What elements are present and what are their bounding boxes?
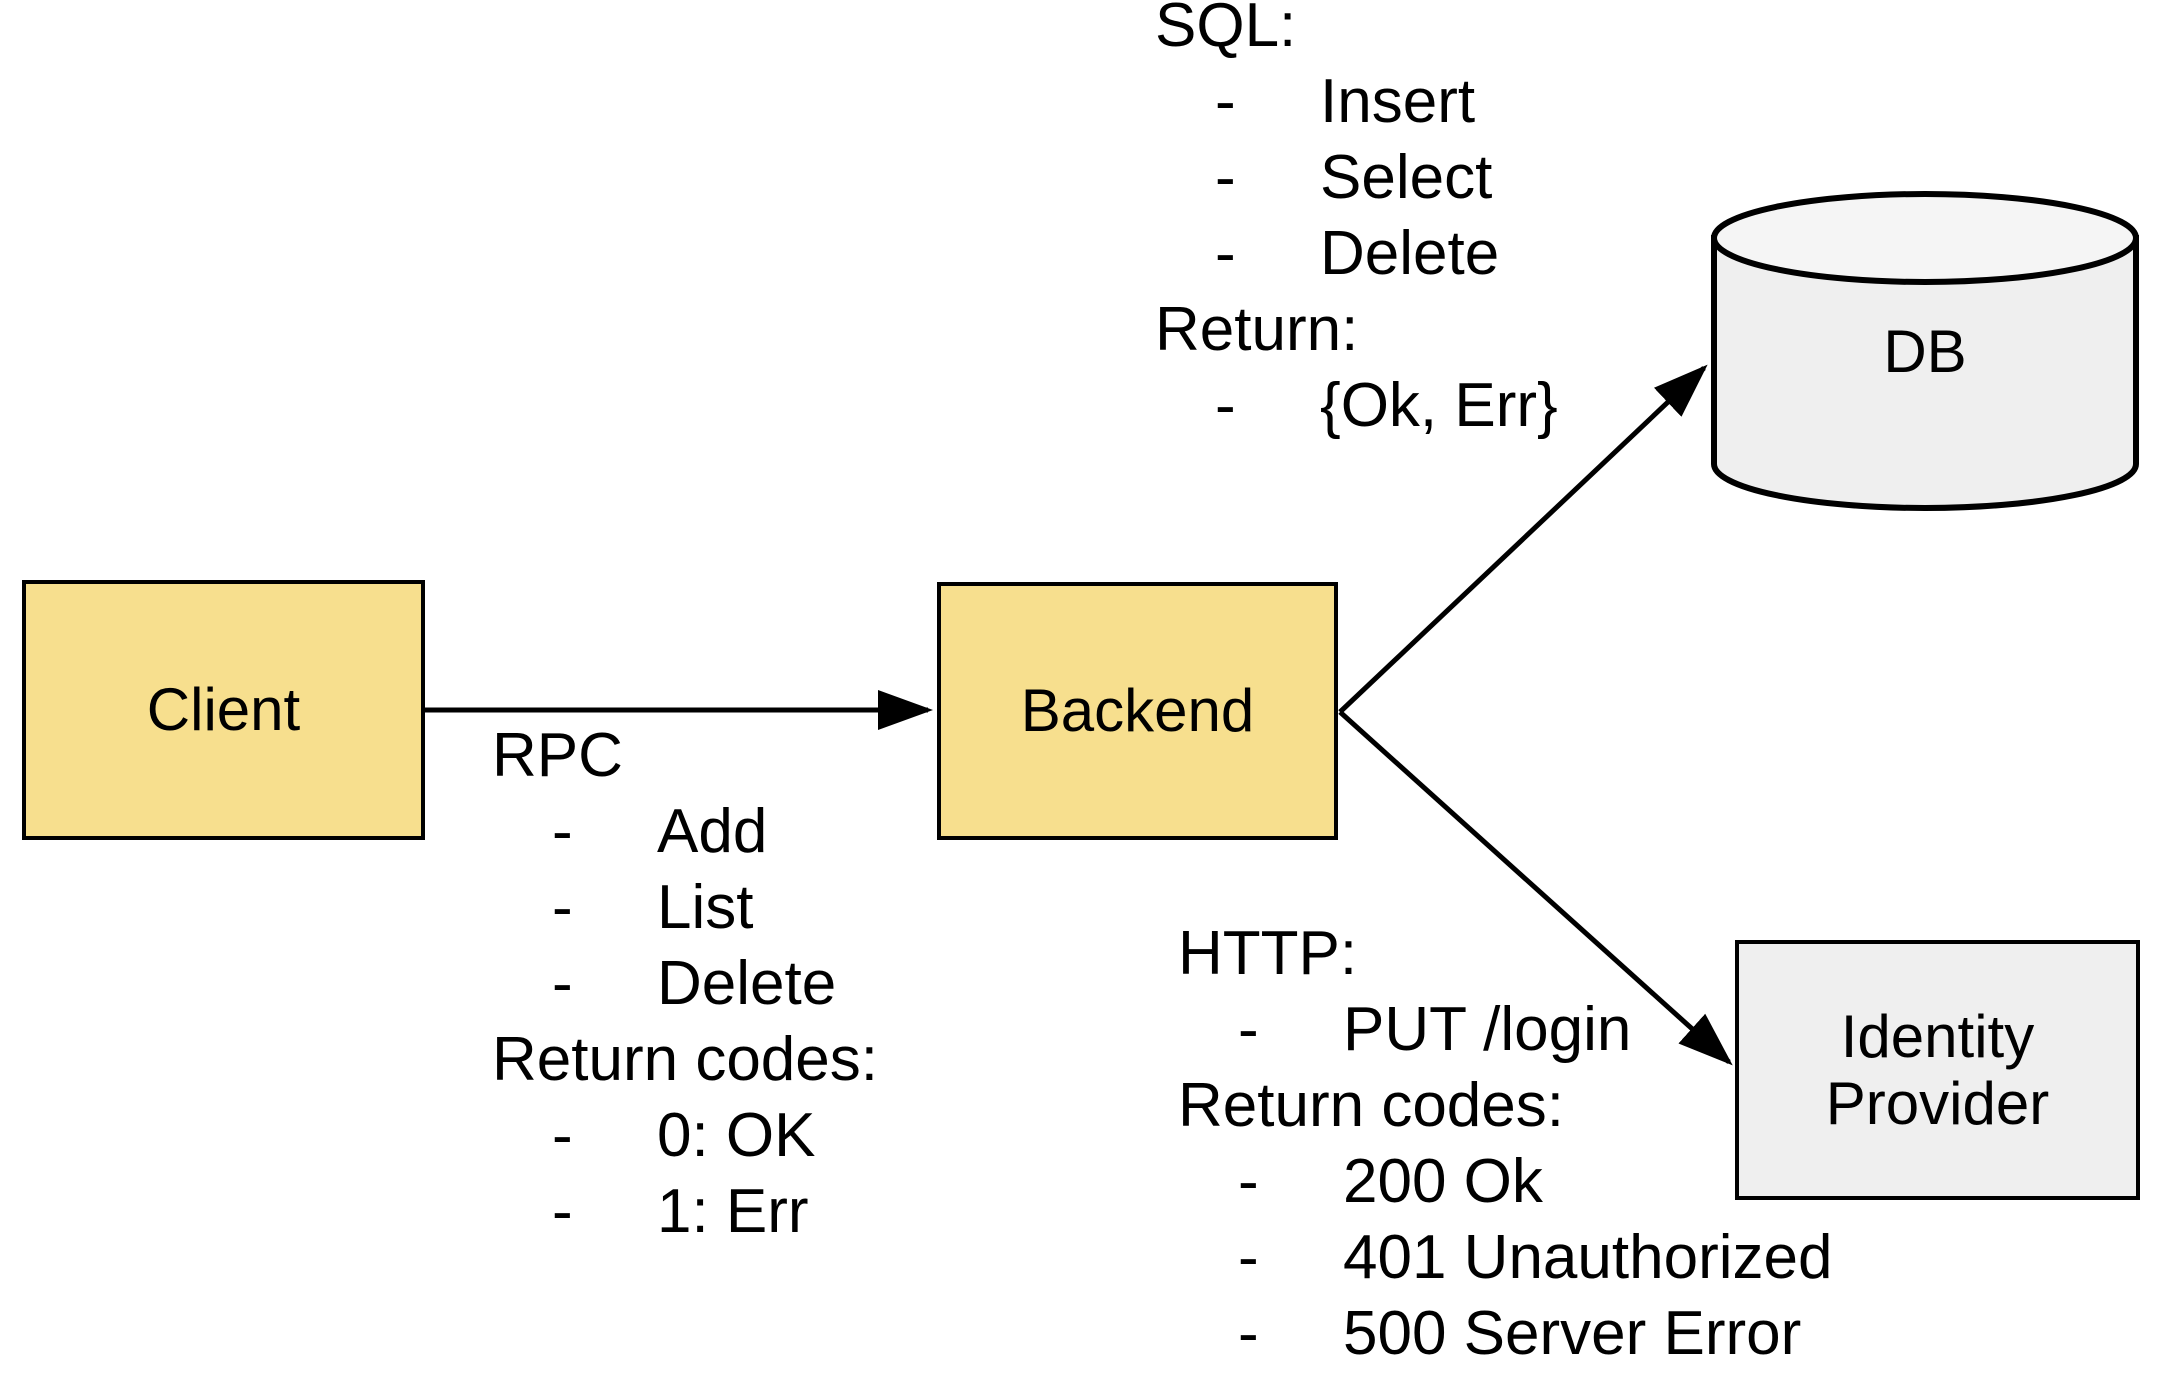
bullet-dash: - <box>552 949 573 1018</box>
rpc-return-item: 1: Err <box>657 1177 809 1246</box>
rpc-item: Delete <box>657 949 837 1018</box>
bullet-dash: - <box>1215 219 1236 288</box>
node-db[interactable]: DB <box>1710 190 2140 512</box>
sql-item: Insert <box>1320 67 1476 136</box>
rpc-item-row: - Delete <box>492 946 878 1022</box>
sql-item: Select <box>1320 143 1493 212</box>
http-item-row: - PUT /login <box>1178 992 1832 1068</box>
sql-item: Delete <box>1320 219 1500 288</box>
http-heading: HTTP: <box>1178 919 1358 988</box>
http-return-row: - 500 Server Error <box>1178 1296 1832 1372</box>
node-backend[interactable]: Backend <box>937 582 1338 840</box>
node-identity-provider[interactable]: Identity Provider <box>1735 940 2140 1200</box>
bullet-dash: - <box>1215 67 1236 136</box>
sql-return-heading: Return: <box>1155 295 1359 364</box>
database-cylinder-icon <box>1711 191 2139 511</box>
node-backend-label: Backend <box>1020 677 1255 745</box>
sql-item-row: - Insert <box>1155 64 1558 140</box>
bullet-dash: - <box>1238 1299 1259 1368</box>
node-identity-provider-label: Identity Provider <box>1826 1003 2049 1137</box>
node-client-label: Client <box>146 676 301 744</box>
http-return-item: 200 Ok <box>1343 1147 1543 1216</box>
sql-return-item: {Ok, Err} <box>1320 371 1558 440</box>
http-return-row: - 401 Unauthorized <box>1178 1220 1832 1296</box>
rpc-return-row: - 0: OK <box>492 1098 878 1174</box>
rpc-item: Add <box>657 797 768 866</box>
rpc-item-row: - List <box>492 870 878 946</box>
http-return-heading: Return codes: <box>1178 1071 1564 1140</box>
rpc-return-row: - 1: Err <box>492 1174 878 1250</box>
annotation-rpc: RPC - Add - List - Delete Return codes: - 0:… <box>492 718 878 1250</box>
bullet-dash: - <box>552 1177 573 1246</box>
bullet-dash: - <box>552 1101 573 1170</box>
sql-heading: SQL: <box>1155 0 1297 60</box>
bullet-dash: - <box>1238 995 1259 1064</box>
rpc-return-item: 0: OK <box>657 1101 816 1170</box>
rpc-item-row: - Add <box>492 794 878 870</box>
node-client[interactable]: Client <box>22 580 425 840</box>
http-return-item: 500 Server Error <box>1343 1299 1802 1368</box>
rpc-heading: RPC <box>492 721 623 790</box>
http-return-row: - 200 Ok <box>1178 1144 1832 1220</box>
bullet-dash: - <box>1215 143 1236 212</box>
idp-label-line-1: Identity <box>1840 1002 2035 1070</box>
annotation-sql: SQL: - Insert - Select - Delete Return: - {O… <box>1155 0 1558 444</box>
bullet-dash: - <box>1238 1147 1259 1216</box>
sql-item-row: - Select <box>1155 140 1558 216</box>
http-item: PUT /login <box>1343 995 1632 1064</box>
bullet-dash: - <box>1238 1223 1259 1292</box>
sql-item-row: - Delete <box>1155 216 1558 292</box>
bullet-dash: - <box>1215 371 1236 440</box>
rpc-return-heading: Return codes: <box>492 1025 878 1094</box>
bullet-dash: - <box>552 797 573 866</box>
annotation-http: HTTP: -PUT /login Return codes: -200 Ok … <box>1178 916 1832 1372</box>
rpc-item: List <box>657 873 754 942</box>
bullet-dash: - <box>552 873 573 942</box>
http-return-item: 401 Unauthorized <box>1343 1223 1833 1292</box>
idp-label-line-2: Provider <box>1825 1070 2050 1137</box>
sql-return-row: - {Ok, Err} <box>1155 368 1558 444</box>
